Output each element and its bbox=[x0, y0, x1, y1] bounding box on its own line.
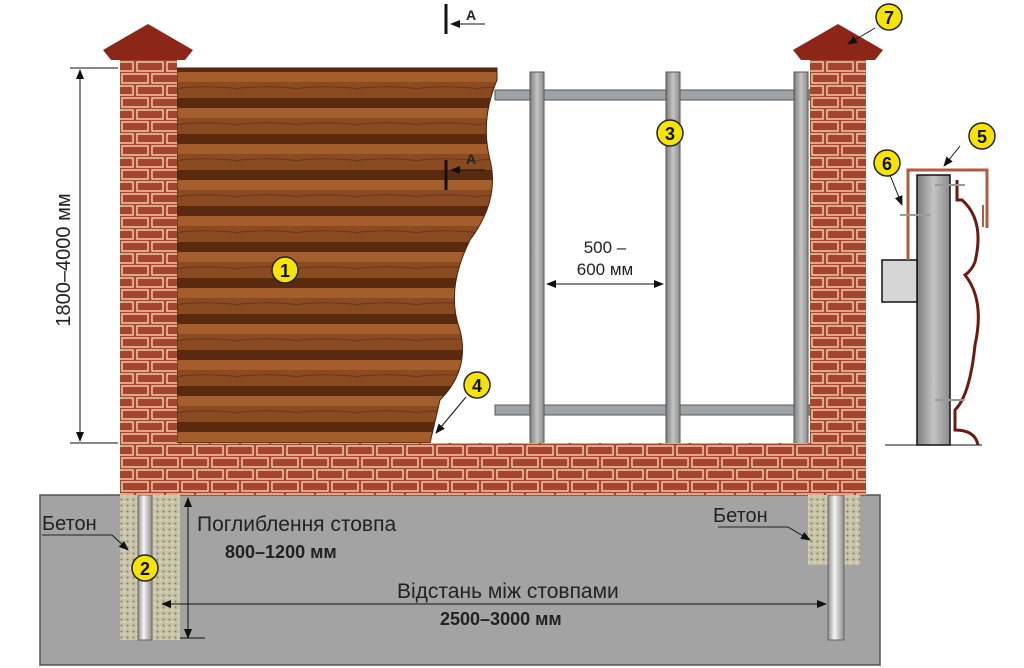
right-brick-pillar bbox=[810, 60, 866, 495]
post-right-underground bbox=[827, 494, 845, 641]
section-mark-top: A bbox=[444, 4, 485, 34]
concrete-label-right: Бетон bbox=[713, 505, 768, 527]
marker-6: 6 bbox=[873, 149, 901, 177]
spacing-label-top: 500 – bbox=[584, 238, 627, 257]
section-detail bbox=[881, 145, 989, 446]
marker-4: 4 bbox=[463, 371, 491, 399]
height-label: 1800–4000 мм bbox=[53, 193, 75, 326]
marker-2: 2 bbox=[131, 554, 159, 582]
distance-title: Відстань між стовпами bbox=[397, 580, 619, 603]
svg-text:3: 3 bbox=[665, 124, 675, 144]
marker-7: 7 bbox=[875, 3, 903, 31]
left-brick-pillar bbox=[120, 60, 177, 495]
depth-value: 800–1200 мм bbox=[225, 542, 337, 562]
svg-text:1: 1 bbox=[280, 261, 290, 281]
svg-text:4: 4 bbox=[472, 376, 482, 396]
depth-title: Поглиблення стовпа bbox=[197, 513, 396, 536]
svg-text:5: 5 bbox=[977, 127, 987, 147]
svg-text:A: A bbox=[466, 151, 476, 167]
concrete-label-left: Бетон bbox=[42, 513, 97, 535]
svg-text:6: 6 bbox=[882, 154, 892, 174]
svg-text:7: 7 bbox=[884, 8, 894, 28]
svg-text:2: 2 bbox=[140, 559, 150, 579]
siding-panel bbox=[176, 67, 498, 444]
distance-value: 2500–3000 мм bbox=[440, 609, 562, 629]
brick-plinth bbox=[120, 443, 866, 495]
marker-3: 3 bbox=[656, 119, 684, 147]
svg-text:A: A bbox=[466, 7, 476, 23]
section-mark-mid: A bbox=[444, 151, 485, 190]
marker-1: 1 bbox=[271, 256, 299, 284]
spacing-label-bottom: 600 мм bbox=[577, 260, 633, 279]
marker-5: 5 bbox=[968, 122, 996, 150]
metal-frame bbox=[494, 71, 811, 445]
right-pillar-cap bbox=[793, 24, 883, 60]
left-pillar-cap bbox=[103, 24, 193, 60]
